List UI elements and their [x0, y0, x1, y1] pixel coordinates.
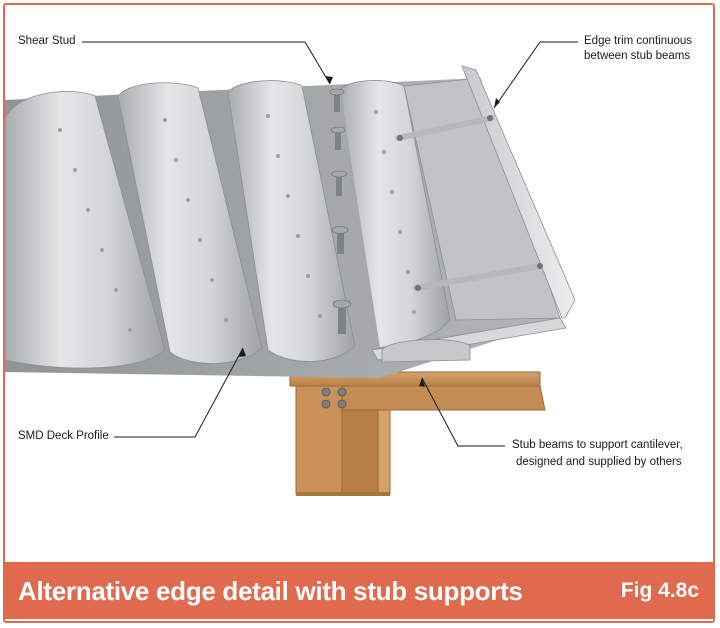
figure-number: Fig 4.8c — [620, 579, 699, 602]
edge-trim — [371, 65, 576, 363]
edge-trim-arrowhead — [494, 98, 500, 108]
caption-bar: Alternative edge detail with stub suppor… — [5, 562, 713, 619]
stub-beams-leader — [421, 377, 505, 447]
shear-stud-label: Shear Stud — [18, 35, 76, 47]
deck-illustration — [4, 41, 578, 496]
edge-trim-label-line1: Edge trim continuous — [584, 35, 693, 47]
edge-trim-label-line2: between stub beams — [584, 50, 691, 62]
stub-beams-label-line1: Stub beams to support cantilever, — [512, 439, 683, 451]
shear-stud-arrowhead — [325, 76, 333, 84]
edge-trim-leader — [493, 41, 578, 109]
shear-studs — [329, 88, 352, 334]
smd-deck-arrowhead — [239, 348, 246, 357]
stub-beam — [289, 371, 546, 496]
shear-stud-leader — [82, 41, 331, 85]
stub-beams-label-line2: designed and supplied by others — [516, 456, 682, 468]
figure-title: Alternative edge detail with stub suppor… — [18, 576, 523, 606]
smd-deck-leader — [114, 347, 244, 438]
stub-beams-arrowhead — [419, 378, 425, 387]
smd-deck-label: SMD Deck Profile — [18, 430, 109, 442]
leader-lines — [82, 41, 578, 447]
